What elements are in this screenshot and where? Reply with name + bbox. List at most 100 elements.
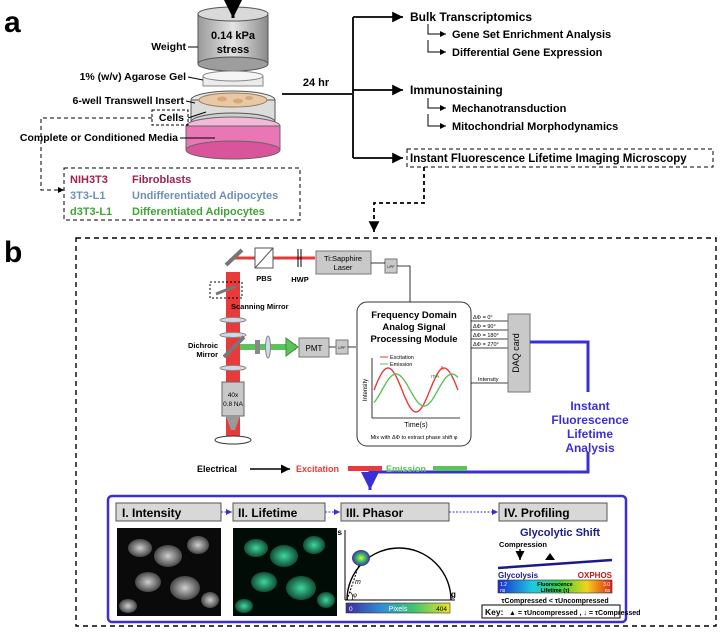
- dichroic-label-2: Mirror: [196, 350, 218, 359]
- bar-max-value: 3.0: [603, 582, 610, 588]
- pmt: [298, 337, 330, 358]
- cell-line-list: NIH3T3 Fibroblasts 3T3-L1 Undifferentiat…: [70, 174, 278, 218]
- analysis-to-pipeline-arrow: [361, 452, 590, 490]
- lifetime-image: [233, 528, 337, 616]
- stress-word: stress: [217, 44, 249, 56]
- module-title-3: Processing Module: [370, 334, 457, 345]
- processing-module: [356, 301, 472, 447]
- mini-plot-y-label: Intensity: [363, 379, 369, 401]
- bulk-sub-1: Gene Set Enrichment Analysis: [452, 29, 611, 41]
- agarose-gel: [202, 70, 264, 87]
- phasor-g-label: g: [451, 590, 456, 599]
- cells-box: [151, 109, 189, 126]
- balance-beam: [497, 558, 613, 570]
- key-triangle-marker: [545, 553, 555, 560]
- cell-line-box: [63, 167, 301, 221]
- phasor-s-label: s: [338, 528, 343, 537]
- bulk-title: Bulk Transcriptomics: [410, 10, 532, 24]
- cell-line-nih3t3: NIH3T3: [70, 174, 108, 186]
- scanning-mirror-label: Scanning Mirror: [231, 302, 289, 311]
- legend-emission-bar: [433, 466, 467, 471]
- pixels-label: Pixels: [389, 606, 408, 613]
- laser-label-2: Laser: [334, 263, 353, 272]
- objective-tip: [226, 416, 240, 430]
- phasor-plot: s g m φ 0 Pixels 404: [338, 528, 456, 614]
- panel-b-label: b: [4, 236, 22, 269]
- flim-title: Instant Fluorescence Lifetime Imaging Mi…: [410, 153, 687, 165]
- cells-leader: [187, 111, 207, 119]
- key-text: ▲ = τUncompressed , ↓ = τCompressed: [509, 610, 640, 617]
- intensity-image: [117, 528, 221, 616]
- legend-emission: Emission: [390, 362, 412, 368]
- step-intensity-label: I. Intensity: [122, 506, 182, 520]
- objective: [221, 381, 245, 417]
- mini-plot-x-label: Time(s): [404, 422, 427, 429]
- immuno-sub-1: Mechanotransduction: [452, 103, 567, 115]
- laser-lpf-label: LPF: [387, 264, 395, 269]
- bar-label-1: Fluorescence: [537, 582, 572, 588]
- objective-na: 0.8 NA: [223, 401, 244, 408]
- step-profiling: [498, 502, 608, 522]
- insert-leader: [185, 100, 196, 104]
- cell-line-d3t3-l1: d3T3-L1: [70, 206, 112, 218]
- weight-label: Weight: [151, 41, 186, 53]
- analysis-line-3: Lifetime: [567, 427, 613, 441]
- step-lifetime-label: II. Lifetime: [238, 506, 298, 520]
- profiling-title: Glycolytic Shift: [520, 527, 600, 539]
- legend-excitation: Excitation: [390, 355, 414, 361]
- glycolysis-label: Glycolysis: [498, 571, 539, 580]
- gel-leader: [187, 76, 204, 81]
- phase-label-180: ΔΦ = 180°: [473, 333, 499, 339]
- mix-caption: Mix with ΔΦ to extract phase shift φ: [371, 435, 458, 441]
- pmt-lpf-label: LPF: [338, 345, 346, 350]
- bulk-sub-arrow-1: [427, 24, 446, 37]
- analysis-label: Instant Fluorescence Lifetime Analysis: [551, 399, 629, 455]
- laser-label-1: Ti:Sapphire: [324, 254, 362, 263]
- hwp-label: HWP: [291, 275, 309, 284]
- pmt-label: PMT: [306, 344, 323, 353]
- lens-1: [219, 317, 247, 323]
- laser: [315, 250, 372, 275]
- bar-min-value: 1.2: [500, 582, 507, 588]
- bulk-sub-2: Differential Gene Expression: [452, 47, 603, 59]
- daq-label: DAQ card: [511, 333, 521, 373]
- legend-electrical: Electrical: [197, 464, 237, 474]
- flim-box: [406, 148, 714, 168]
- immuno-sub-2: Mitochondrial Morphodynamics: [452, 121, 618, 133]
- phase-label-270: ΔΦ = 270°: [473, 342, 499, 348]
- media-label: Complete or Conditioned Media: [20, 132, 178, 144]
- amp-label-a: A: [440, 366, 444, 372]
- cells-label: Cells: [159, 112, 184, 124]
- lifetime-colorbar: [497, 579, 613, 594]
- scanning-mirror-box: [209, 281, 243, 299]
- legend-excitation-main: Excitation: [296, 464, 339, 474]
- phasor-phi-label: φ: [353, 593, 357, 599]
- fold-mirror: [224, 248, 244, 267]
- cell-type-differentiated: Differentiated Adipocytes: [132, 206, 265, 218]
- phase-label-90: ΔΦ = 90°: [473, 324, 496, 330]
- cell-type-fibroblasts: Fibroblasts: [132, 174, 191, 186]
- module-title-2: Analog Signal: [382, 322, 445, 333]
- pixels-min: 0: [349, 606, 353, 613]
- flim-to-panel-b-arrow: [368, 167, 425, 232]
- oxphos-label: OXPHOS: [578, 571, 613, 580]
- immuno-sub-arrow-2: [427, 114, 446, 129]
- pixels-colorbar: [345, 602, 451, 614]
- daq-to-analysis-line: [530, 340, 590, 392]
- lifetime-inequality: τCompressed < τUncompressed: [501, 598, 608, 605]
- analysis-line-2: Fluorescence: [551, 413, 629, 427]
- bulk-sub-arrow-2: [427, 40, 446, 55]
- bar-label-2: Lifetime (τ): [541, 588, 570, 594]
- module-title-1: Frequency Domain: [371, 310, 457, 321]
- pixels-max: 404: [436, 606, 447, 613]
- compression-label: Compression: [499, 540, 547, 549]
- legend-emission-main: Emission: [386, 464, 426, 474]
- dichroic-mirror: [222, 335, 246, 359]
- bar-max-unit: ns: [605, 588, 611, 594]
- key-prefix: Key:: [485, 607, 504, 617]
- pbs-label: PBS: [256, 274, 271, 283]
- emission-filter: [255, 340, 260, 354]
- panel-b-frame: [75, 237, 717, 627]
- insert-label: 6-well Transwell Insert: [73, 95, 185, 107]
- cells-connector: [40, 117, 152, 193]
